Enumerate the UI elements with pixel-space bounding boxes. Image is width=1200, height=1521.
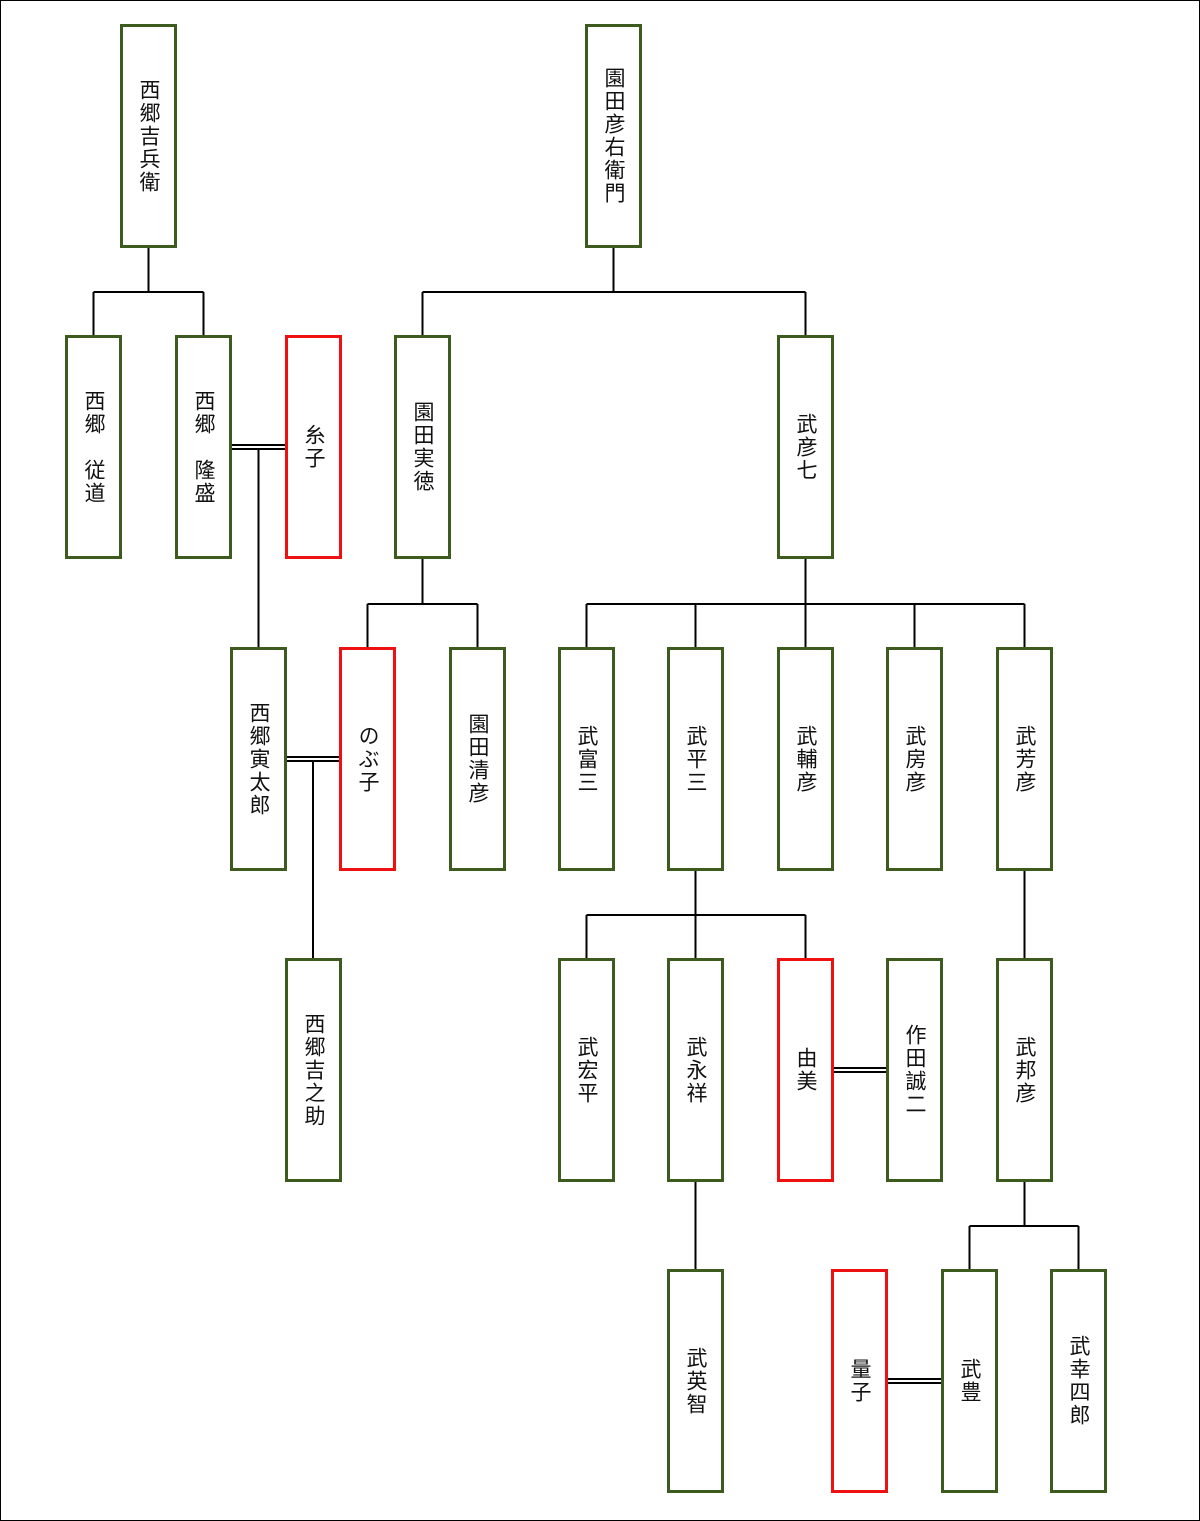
node-saigo-toratarou: 西郷寅太郎 (230, 647, 287, 871)
node-take-kunihiko: 武邦彦 (996, 958, 1053, 1182)
node-nobuko: のぶ子 (339, 647, 396, 871)
node-label: 武豊 (958, 1358, 982, 1404)
node-label: 由美 (794, 1047, 818, 1093)
node-label: 武富三 (575, 724, 599, 794)
node-take-koushirou: 武幸四郎 (1050, 1269, 1107, 1493)
node-label: 西郷寅太郎 (247, 701, 271, 817)
node-label: 西郷吉之助 (302, 1012, 326, 1128)
node-label: 糸子 (302, 424, 326, 470)
node-label: 武邦彦 (1013, 1035, 1037, 1105)
node-take-kouhei: 武宏平 (558, 958, 615, 1182)
node-take-heizou: 武平三 (667, 647, 724, 871)
node-take-yoshihiko: 武芳彦 (996, 647, 1053, 871)
node-label: 武芳彦 (1013, 724, 1037, 794)
node-label: 西郷吉兵衛 (137, 78, 161, 194)
node-take-hikoshichi: 武彦七 (777, 335, 834, 559)
node-label: 園田清彦 (466, 713, 490, 805)
node-label: 武輔彦 (794, 724, 818, 794)
node-label: 西郷 従道 (82, 389, 106, 505)
node-take-eishou: 武永祥 (667, 958, 724, 1182)
node-take-hidetomo: 武英智 (667, 1269, 724, 1493)
node-label: 武幸四郎 (1067, 1335, 1091, 1427)
node-saigo-takamori: 西郷 隆盛 (175, 335, 232, 559)
node-take-sukehiko: 武輔彦 (777, 647, 834, 871)
node-take-tomizou: 武富三 (558, 647, 615, 871)
node-label: 園田彦右衛門 (602, 67, 626, 205)
node-saigo-kichinosuke: 西郷吉之助 (285, 958, 342, 1182)
node-sonoda-kiyohiko: 園田清彦 (449, 647, 506, 871)
node-yumi: 由美 (777, 958, 834, 1182)
node-label: のぶ子 (356, 724, 380, 794)
node-sonoda-hikouemon: 園田彦右衛門 (585, 24, 642, 248)
node-label: 武宏平 (575, 1035, 599, 1105)
node-saigo-judo: 西郷 従道 (65, 335, 122, 559)
node-take-fusahiko: 武房彦 (886, 647, 943, 871)
node-saigo-kichibee: 西郷吉兵衛 (120, 24, 177, 248)
node-label: 武房彦 (903, 724, 927, 794)
node-label: 西郷 隆盛 (192, 389, 216, 505)
node-label: 武英智 (684, 1346, 708, 1416)
node-take-yutaka: 武豊 (941, 1269, 998, 1493)
node-label: 武平三 (684, 724, 708, 794)
node-label: 園田実徳 (411, 401, 435, 493)
node-itoko: 糸子 (285, 335, 342, 559)
node-sonoda-sanetoku: 園田実徳 (394, 335, 451, 559)
node-label: 作田誠二 (903, 1024, 927, 1116)
node-ryouko: 量子 (831, 1269, 888, 1493)
node-label: 武彦七 (794, 412, 818, 482)
node-label: 武永祥 (684, 1035, 708, 1105)
node-label: 量子 (848, 1358, 872, 1404)
node-sakuta-seiji: 作田誠二 (886, 958, 943, 1182)
